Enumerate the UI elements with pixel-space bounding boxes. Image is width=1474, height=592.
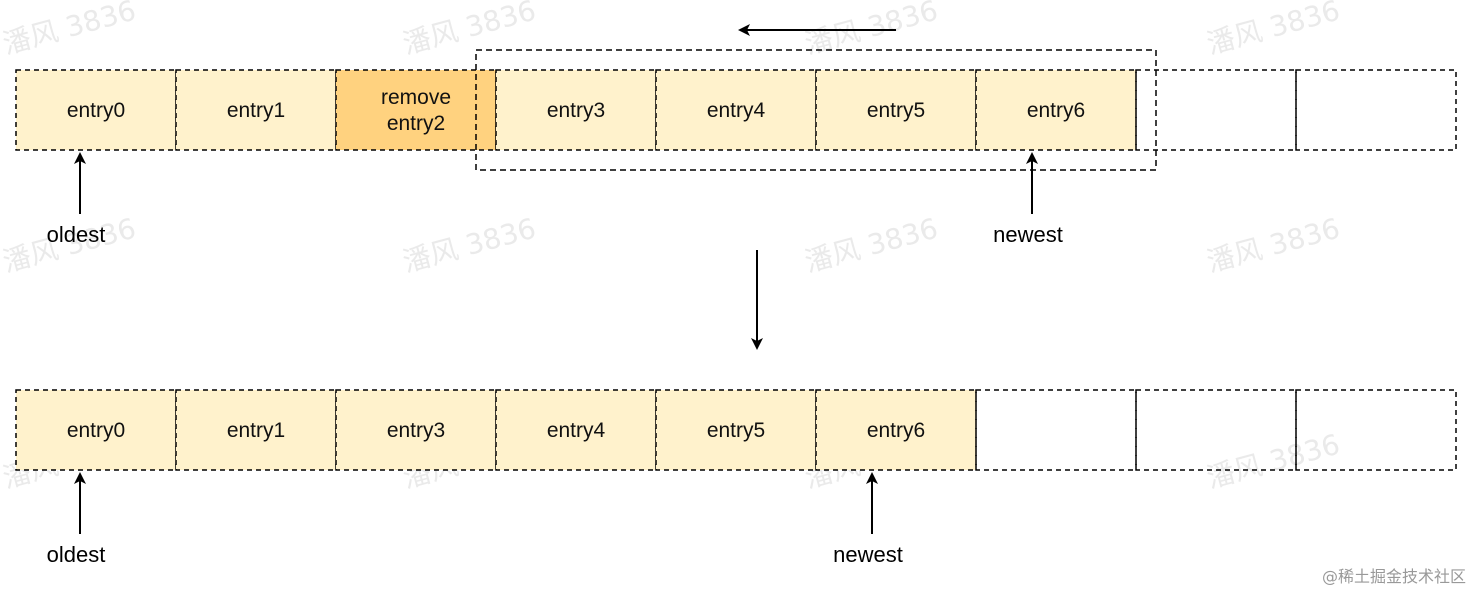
before-cell-5-label-0: entry5 [867,99,925,122]
before-cell-3-label-0: entry3 [547,99,605,122]
watermark-11: 潘风 3836 [1203,428,1343,495]
watermark-1: 潘风 3836 [399,0,539,61]
before-cell-2-label-1: entry2 [387,112,445,135]
watermark-5: 潘风 3836 [399,212,539,279]
after-cell-2-label-0: entry3 [387,419,445,442]
before-removal-row: entry0 entry1 remove entry2 entry3 entry4 entr… [15,69,1457,151]
watermark-0: 潘风 3836 [0,0,139,61]
watermark-7: 潘风 3836 [1203,212,1343,279]
watermark-3: 潘风 3836 [1203,0,1343,61]
before-cell-4 [655,69,817,151]
before-cell-5 [815,69,977,151]
after-cell-4 [655,389,817,471]
after-cell-5-label-0: entry6 [867,419,925,442]
site-credit: @稀土掘金技术社区 [1322,567,1466,586]
after-cell-4-label-0: entry5 [707,419,765,442]
before-cell-1-label-0: entry1 [227,99,285,122]
after-cell-6 [975,389,1137,471]
before-cell-2 [335,69,497,151]
before-cell-0-label-0: entry0 [67,99,125,122]
watermark-6: 潘风 3836 [801,212,941,279]
before-newest-label: newest [993,222,1063,247]
after-cell-7 [1135,389,1297,471]
after-cell-8 [1295,389,1457,471]
before-cell-0 [15,69,177,151]
after-cell-1 [175,389,337,471]
before-cell-4-label-0: entry4 [707,99,766,122]
before-cell-3 [495,69,657,151]
before-oldest-label: oldest [47,222,106,247]
after-newest-label: newest [833,542,903,567]
before-cell-7 [1135,69,1297,151]
after-removal-row: entry0 entry1 entry3 entry4 entry5 entry6 [15,389,1457,471]
before-cell-6-label-0: entry6 [1027,99,1085,122]
before-cell-6 [975,69,1137,151]
before-cell-8 [1295,69,1457,151]
after-cell-3 [495,389,657,471]
after-cell-0 [15,389,177,471]
after-cell-5 [815,389,977,471]
after-cell-0-label-0: entry0 [67,419,125,442]
after-oldest-label: oldest [47,542,106,567]
after-cell-3-label-0: entry4 [547,419,606,442]
shift-selection-box [475,49,1157,171]
after-cell-1-label-0: entry1 [227,419,285,442]
before-cell-2-label-0: remove [381,86,451,109]
